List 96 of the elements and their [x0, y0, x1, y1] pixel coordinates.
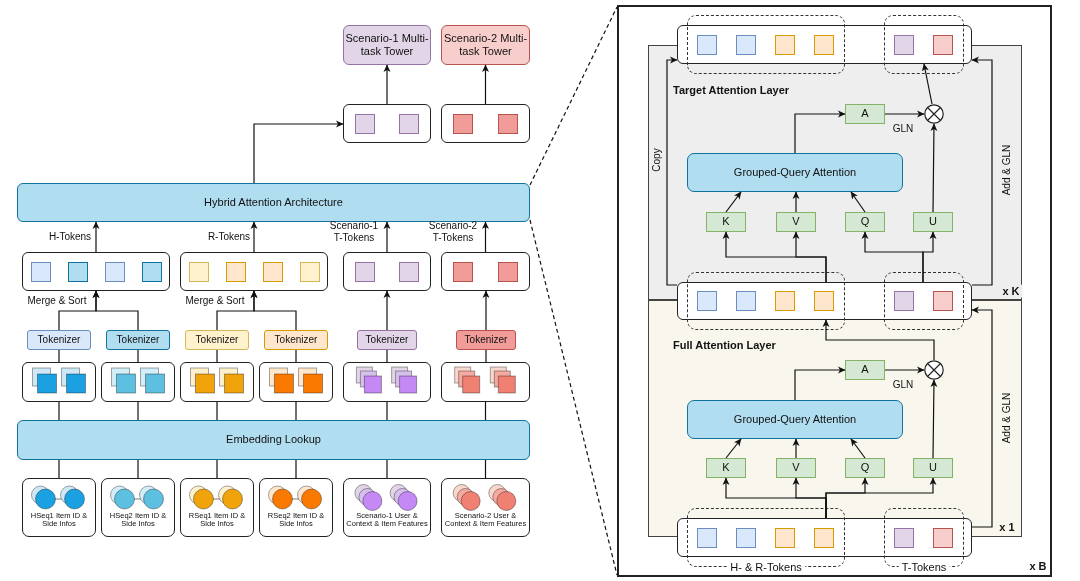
arrow: [884, 110, 925, 118]
token-group-box: [343, 104, 431, 143]
embedding-group-box: [259, 362, 333, 402]
arrow: [794, 366, 846, 401]
arrow: [666, 56, 678, 286]
embedding-group-box: [180, 362, 254, 402]
projection-box: Q: [845, 212, 885, 232]
token-group-box: [441, 104, 530, 143]
embedding-group-box: [343, 362, 431, 402]
edge-label: Merge & Sort: [27, 295, 87, 307]
tokenizer-box: Tokenizer: [357, 330, 417, 350]
architecture-bar: Hybrid Attention Architecture: [17, 183, 530, 222]
repeat-count-label: x 1: [996, 520, 1018, 534]
tower-box: Scenario-2 Multi-task Tower: [441, 25, 530, 65]
group-label: H- & R-Tokens: [727, 560, 805, 574]
layer-heading: Full Attention Layer: [673, 339, 776, 353]
input-feature-box: [441, 478, 530, 537]
tokenizer-box: Tokenizer: [27, 330, 91, 350]
embedding-group-box: [22, 362, 96, 402]
embedding-group-box: [101, 362, 175, 402]
arrow: [482, 64, 489, 105]
projection-box: V: [776, 212, 816, 232]
edge-label: Scenario-2 T-Tokens: [427, 219, 479, 243]
arrow: [383, 290, 391, 331]
arrow: [92, 221, 100, 253]
dashed-zoom-line: [529, 6, 618, 186]
detail-panel: [617, 5, 1052, 577]
arrow: [383, 221, 391, 253]
arrow: [250, 290, 297, 331]
input-feature-box: [180, 478, 254, 537]
arrow: [253, 120, 344, 184]
arrow: [930, 379, 938, 459]
input-feature-box: [343, 478, 431, 537]
multiply-operator: [924, 360, 944, 380]
token-group-box: [677, 25, 972, 64]
arrow: [482, 221, 489, 253]
attention-box: Grouped-Query Attention: [687, 153, 903, 192]
arrow: [725, 438, 742, 459]
input-feature-box: [101, 478, 175, 537]
edge-label: H-Tokens: [48, 231, 92, 243]
gate-box: A: [845, 360, 885, 380]
arrow: [792, 191, 800, 213]
edge-label: GLN: [892, 123, 914, 135]
arrow: [971, 306, 993, 528]
tokenizer-box: Tokenizer: [106, 330, 170, 350]
token-group-box: [677, 518, 972, 557]
arrow: [850, 191, 866, 213]
layer-heading: Target Attention Layer: [673, 84, 790, 98]
input-feature-box: [22, 478, 96, 537]
attention-box: Grouped-Query Attention: [687, 400, 903, 439]
projection-box: K: [706, 212, 746, 232]
projection-box: U: [913, 212, 953, 232]
token-group-box: [441, 252, 530, 291]
arrow: [250, 221, 258, 253]
arrow: [921, 63, 933, 105]
tokenizer-box: Tokenizer: [456, 330, 516, 350]
projection-box: V: [776, 458, 816, 478]
tokenizer-box: Tokenizer: [185, 330, 249, 350]
arrow: [884, 366, 925, 374]
tokenizer-box: Tokenizer: [264, 330, 328, 350]
arrow: [922, 231, 937, 283]
edge-label: Copy: [651, 148, 663, 172]
arrow: [482, 290, 490, 331]
edge-label: Scenario-1 T-Tokens: [328, 219, 380, 243]
gate-box: A: [845, 104, 885, 124]
arrow: [725, 191, 742, 213]
dashed-zoom-line: [529, 219, 618, 576]
arrow: [383, 64, 391, 105]
arrow: [822, 319, 935, 361]
edge-label: Merge & Sort: [185, 295, 245, 307]
token-group-box: [343, 252, 431, 291]
embedding-group-box: [441, 362, 530, 402]
token-group-box: [22, 252, 170, 291]
arrow: [971, 56, 993, 286]
edge-label: GLN: [892, 379, 914, 391]
arrow: [794, 110, 846, 154]
arrow: [930, 123, 938, 213]
arrow: [825, 477, 937, 519]
token-group-box: [180, 252, 328, 291]
projection-box: K: [706, 458, 746, 478]
projection-box: Q: [845, 458, 885, 478]
arrow: [850, 438, 866, 459]
repeat-count-label: x K: [999, 284, 1023, 298]
edge-label: R-Tokens: [206, 231, 252, 243]
input-feature-box: [259, 478, 333, 537]
token-group-box: [677, 282, 972, 320]
edge-label: Add & GLN: [1001, 392, 1013, 444]
projection-box: U: [913, 458, 953, 478]
edge-label: Add & GLN: [1001, 144, 1013, 196]
multiply-operator: [924, 104, 944, 124]
arrow: [792, 231, 827, 283]
tower-box: Scenario-1 Multi-task Tower: [343, 25, 431, 65]
group-label: T-Tokens: [898, 560, 950, 574]
arrow: [92, 290, 139, 331]
arrow: [792, 438, 800, 459]
embedding-lookup-bar: Embedding Lookup: [17, 420, 530, 460]
